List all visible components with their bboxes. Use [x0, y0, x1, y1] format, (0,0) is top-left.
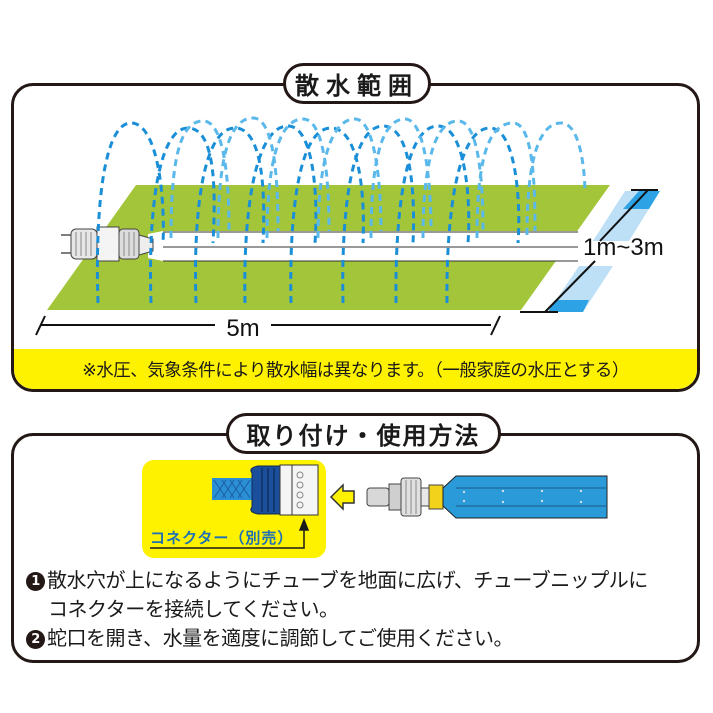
step-1-text: 散水穴が上になるようにチューブを地面に広げ、チューブニップルに	[47, 568, 648, 592]
step-number-1: 1	[26, 572, 45, 591]
step-number-2: 2	[26, 630, 45, 649]
spray-arcs-light	[169, 116, 587, 239]
note-text: ※水圧、気象条件により散水幅は異なります。（一般家庭の水圧とする）	[82, 360, 629, 381]
length-dimension	[35, 315, 501, 336]
width-label: 1m~3m	[583, 234, 664, 261]
hose-connector	[61, 226, 154, 262]
section-title-installation: 取り付け・使用方法	[226, 413, 501, 454]
connector-label: コネクター（別売）	[150, 529, 294, 547]
installation-panel	[11, 433, 700, 663]
width-indicator	[520, 189, 660, 313]
length-label: 5m	[226, 315, 259, 342]
section-title-text: 取り付け・使用方法	[246, 422, 481, 450]
spray-range-panel: 5m 1m~3m ※水圧、気象条件により散水幅は異なります。（一般家庭の水圧とす…	[11, 83, 700, 392]
step-1-text-2: コネクターを接続してください。	[48, 597, 339, 621]
spray-arcs-dark	[95, 121, 521, 304]
spray-range-illustration: 5m 1m~3m	[35, 116, 664, 342]
step-1-continued: コネクターを接続してください。	[26, 595, 648, 624]
water-pressure-note: ※水圧、気象条件により散水幅は異なります。（一般家庭の水圧とする）	[14, 349, 697, 389]
step-2-text: 蛇口を開き、水量を適度に調節してご使用ください。	[47, 626, 514, 650]
section-title-spray-range: 散水範囲	[283, 63, 431, 104]
section-title-text: 散水範囲	[295, 72, 419, 100]
